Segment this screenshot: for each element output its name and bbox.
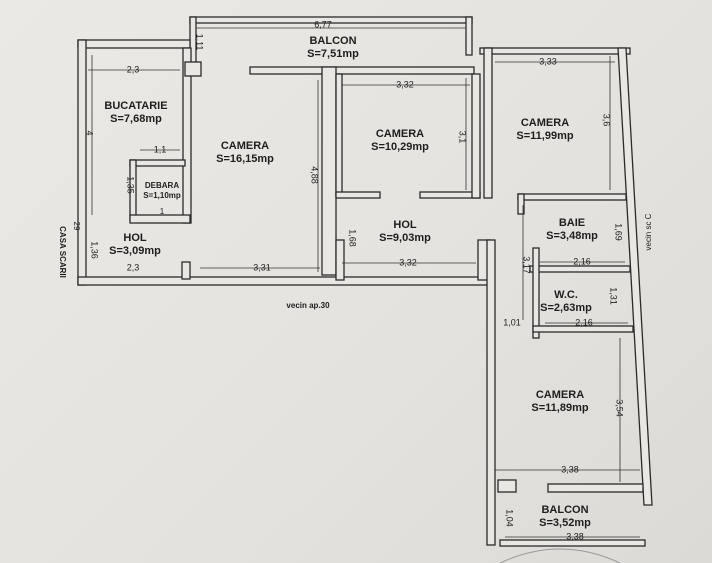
vecin-ap-label: vecin ap.30 [286,301,330,310]
casa-scari-number: 29 [72,221,81,231]
wall-balcon-bottom [499,539,646,547]
dim-label: 1 [159,207,165,216]
dim-label: 4,88 [309,166,320,184]
dim-label: 3,38 [561,464,579,475]
dim-label: 2,16 [575,317,593,328]
wall [335,239,345,281]
window-wall [249,66,475,75]
dim-label: 6,77 [314,19,332,30]
stamp [499,548,621,563]
dim-label: 4 [84,130,95,136]
wall [532,325,634,333]
dim-label: 3,38 [566,531,584,542]
wall [184,61,202,77]
wall [529,265,631,273]
wall [77,39,191,49]
wall-bottom [77,276,491,286]
wall [517,193,627,201]
wall [497,479,517,493]
dim-label: 3,6 [601,113,612,127]
wall [181,261,191,280]
dim-label: 1,04 [504,509,515,527]
dim-label: 3,54 [614,399,625,417]
wall [129,159,186,167]
room-wc: W.C.S=2,63mp [540,289,592,314]
vecin-sc-label: vecin sc C [644,213,653,251]
wall [479,47,631,55]
dim-label: 3,1 [457,130,468,144]
window-wall [547,483,644,493]
wall [335,191,381,199]
wall [483,47,493,199]
dim-label: 1,31 [608,287,619,305]
wall [471,73,481,199]
wall [486,239,496,546]
dim-label: 1,68 [347,229,358,247]
dim-label: 1,01 [503,317,521,328]
wall-right [617,47,653,506]
dim-label: 3,32 [396,79,414,90]
dim-label: 2,16 [573,256,591,267]
dim-label: 2,3 [126,262,140,273]
dim-label: 3,32 [399,257,417,268]
wall [419,191,481,199]
wall [129,214,191,224]
wall [321,66,337,276]
dim-label: 1,1 [153,144,167,155]
dim-label: 3,17 [521,256,532,274]
wall-left [77,39,87,286]
dim-label: 1,35 [125,176,136,194]
dim-label: 3,33 [539,56,557,67]
dim-label: 1,69 [613,223,624,241]
wall [465,16,473,56]
dim-label: 1,36 [89,241,100,259]
dim-label: 2,3 [126,64,140,75]
dim-label: 3,31 [253,262,271,273]
dim-label: 1,11 [194,33,205,51]
wall [335,73,343,197]
wall [517,193,525,215]
wall [532,247,540,339]
casa-scari-label: CASA SCARII [58,226,67,278]
